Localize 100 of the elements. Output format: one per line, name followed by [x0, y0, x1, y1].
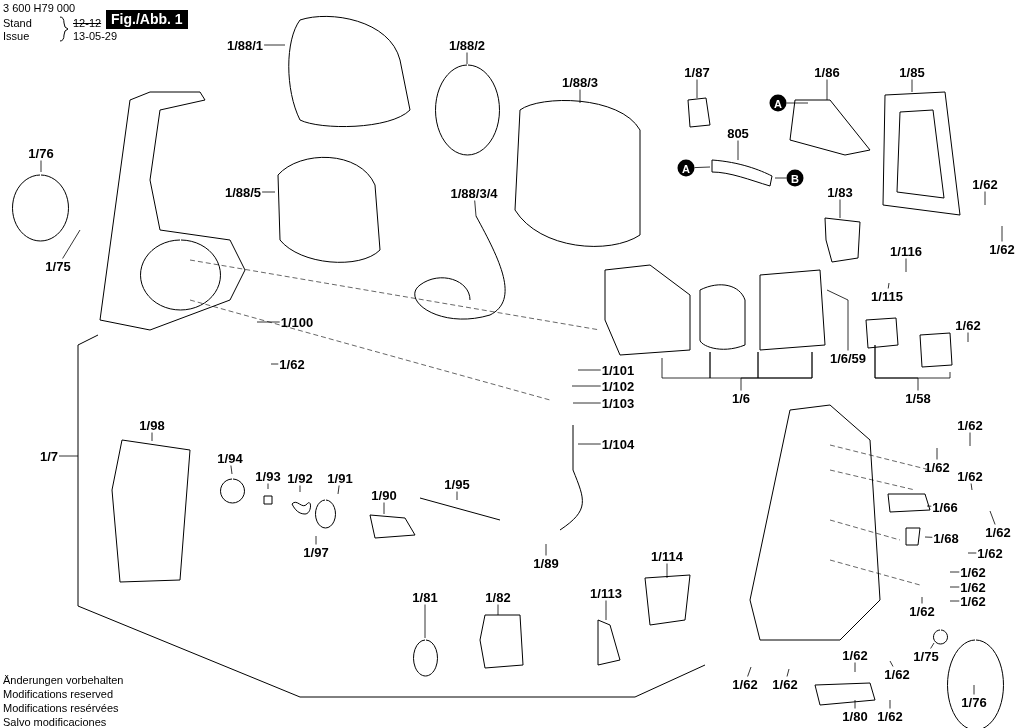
leader-line: [571, 385, 602, 387]
callout-number: 1/82: [484, 589, 512, 605]
leader-line: [58, 455, 79, 457]
leader-line: [62, 229, 81, 259]
callout-number: 1/66: [931, 499, 959, 515]
callout-number: 1/62: [956, 417, 984, 433]
callout-number: 1/62: [278, 356, 306, 372]
leader-line: [299, 485, 301, 493]
callout-number: 1/62: [971, 176, 999, 192]
callout-number: 1/7: [38, 448, 60, 464]
leader-line: [577, 443, 602, 445]
callout-number: 1/62: [959, 579, 987, 595]
leader-line: [577, 369, 602, 371]
leader-line: [854, 662, 856, 673]
leader-line: [661, 351, 813, 391]
callout-number: 1/62: [908, 603, 936, 619]
leader-line: [383, 502, 385, 515]
callout-number: 1/58: [904, 390, 932, 406]
callout-number: 1/86: [813, 64, 841, 80]
callout-number: 1/62: [923, 459, 951, 475]
callout-number: 1/62: [954, 317, 982, 333]
callout-number: 1/88/3: [560, 74, 600, 90]
leader-line: [747, 666, 752, 677]
callout-number: 1/62: [984, 524, 1012, 540]
callout-number: 1/103: [600, 395, 636, 411]
leader-line: [930, 642, 935, 649]
callout-number: 1/62: [883, 666, 911, 682]
callout-number: 805: [726, 125, 750, 141]
leader-line: [1001, 225, 1003, 242]
callout-number: 1/62: [841, 647, 869, 663]
callout-number: 1/93: [254, 468, 282, 484]
callout-number: 1/62: [956, 468, 984, 484]
callout-number: 1/102: [600, 378, 636, 394]
callout-number: 1/94: [216, 450, 244, 466]
callout-number: 1/101: [600, 362, 636, 378]
leader-line: [984, 191, 986, 206]
callout-number: 1/89: [532, 555, 560, 571]
leader-line: [967, 332, 969, 343]
leader-line: [694, 166, 711, 168]
callout-number: 1/62: [731, 676, 759, 692]
leader-line: [973, 684, 975, 695]
callout-number: 1/62: [976, 545, 1004, 561]
leader-line: [949, 600, 960, 602]
notice-text: Änderungen vorbehalten: [3, 674, 124, 687]
leader-line: [887, 282, 890, 289]
leader-line: [545, 543, 547, 556]
revision-date: 12-12: [73, 17, 102, 30]
callout-number: 1/62: [771, 676, 799, 692]
leader-line: [854, 699, 856, 709]
callout-number: 1/114: [650, 548, 684, 564]
leader-line: [924, 536, 933, 538]
callout-number: 1/116: [889, 243, 923, 259]
leader-line: [949, 586, 960, 588]
callout-number: 1/62: [988, 241, 1016, 257]
leader-line: [826, 79, 828, 101]
callout-number: 1/75: [912, 648, 940, 664]
connection-marker: A: [769, 94, 787, 112]
leader-line: [466, 52, 468, 65]
connection-marker: A: [677, 159, 695, 177]
leader-line: [926, 505, 932, 507]
leader-line: [263, 44, 286, 46]
callout-number: 1/62: [959, 593, 987, 609]
leader-line: [497, 604, 499, 616]
leader-line: [921, 596, 923, 604]
leader-line: [337, 485, 340, 495]
callout-number: 1/92: [286, 470, 314, 486]
callout-number: 1/88/1: [225, 37, 265, 53]
callout-number: 1/62: [876, 708, 904, 724]
leader-line: [967, 552, 977, 554]
figure-number: Fig./Abb. 1: [106, 10, 188, 30]
callout-number: 1/88/3/4: [449, 185, 499, 201]
leader-line: [874, 344, 951, 391]
leader-line: [40, 160, 42, 173]
leader-line: [905, 258, 907, 273]
callout-number: 1/6: [730, 390, 752, 406]
callout-number: 1/98: [138, 417, 166, 433]
callout-number: 1/80: [841, 708, 869, 724]
leader-line: [256, 321, 281, 323]
leader-line: [774, 177, 787, 179]
leader-line: [969, 432, 971, 447]
callout-number: 1/88/5: [223, 184, 263, 200]
callout-number: 1/88/2: [447, 37, 487, 53]
callout-number: 1/115: [870, 288, 904, 304]
leader-line: [572, 402, 602, 404]
leader-line: [826, 289, 849, 351]
callout-number: 1/91: [326, 470, 354, 486]
leader-line: [424, 604, 426, 639]
leader-line: [889, 699, 891, 709]
leader-line: [270, 363, 279, 365]
leader-line: [456, 491, 458, 501]
leader-line: [605, 600, 607, 621]
leader-line: [230, 465, 233, 475]
callout-number: 1/113: [589, 585, 623, 601]
leader-line: [989, 510, 996, 525]
document-number: 3 600 H79 000: [3, 2, 76, 15]
field-label: Stand: [3, 17, 32, 30]
callout-number: 1/75: [44, 258, 72, 274]
callout-number: 1/6/59: [828, 350, 868, 366]
notice-text: Modifications reserved: [3, 688, 114, 701]
leader-line: [786, 668, 790, 677]
